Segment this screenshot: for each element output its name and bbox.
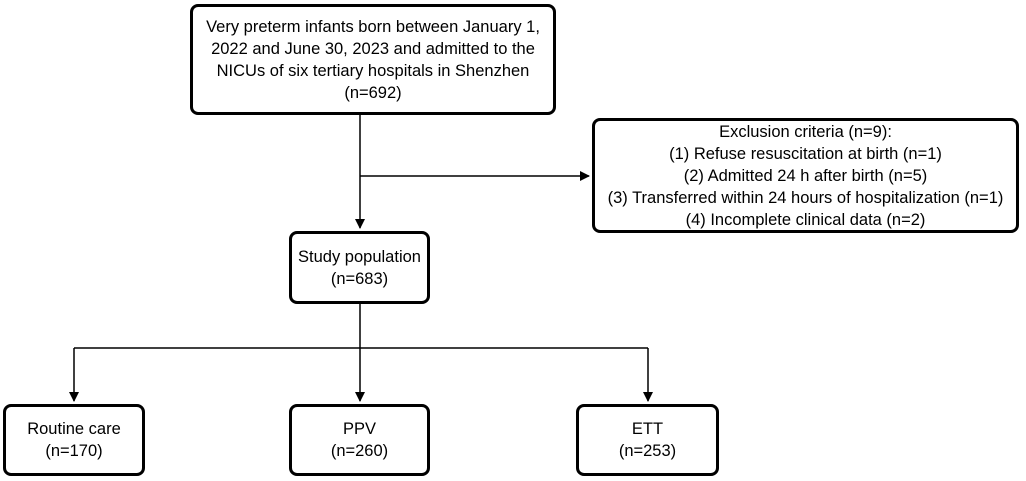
- exclusion-item: (2) Admitted 24 h after birth (n=5): [683, 166, 928, 185]
- routine-care-box: Routine care (n=170): [3, 404, 145, 476]
- exclusion-title: Exclusion criteria (n=9):: [719, 122, 892, 141]
- source-line: Very preterm infants born between Januar…: [206, 17, 540, 36]
- group-count: (n=253): [618, 442, 677, 460]
- exclusion-item: (4) Incomplete clinical data (n=2): [685, 210, 926, 229]
- group-label: Routine care: [27, 420, 121, 438]
- study-population-box: Study population (n=683): [289, 231, 430, 304]
- group-count: (n=170): [45, 442, 103, 460]
- source-count: (n=692): [344, 83, 402, 102]
- exclusion-item: (3) Transferred within 24 hours of hospi…: [607, 188, 1004, 207]
- exclusion-item: (1) Refuse resuscitation at birth (n=1): [669, 144, 942, 163]
- group-count: (n=260): [330, 442, 389, 460]
- source-population-box: Very preterm infants born between Januar…: [190, 4, 556, 115]
- source-line: NICUs of six tertiary hospitals in Shenz…: [216, 61, 530, 80]
- source-line: 2022 and June 30, 2023 and admitted to t…: [211, 39, 535, 58]
- ett-box: ETT (n=253): [576, 404, 719, 476]
- group-label: PPV: [342, 420, 377, 438]
- group-label: ETT: [631, 420, 664, 438]
- ppv-box: PPV (n=260): [289, 404, 430, 476]
- study-label: Study population: [298, 247, 421, 266]
- study-count: (n=683): [330, 269, 389, 288]
- exclusion-criteria-box: Exclusion criteria (n=9): (1) Refuse res…: [592, 118, 1019, 233]
